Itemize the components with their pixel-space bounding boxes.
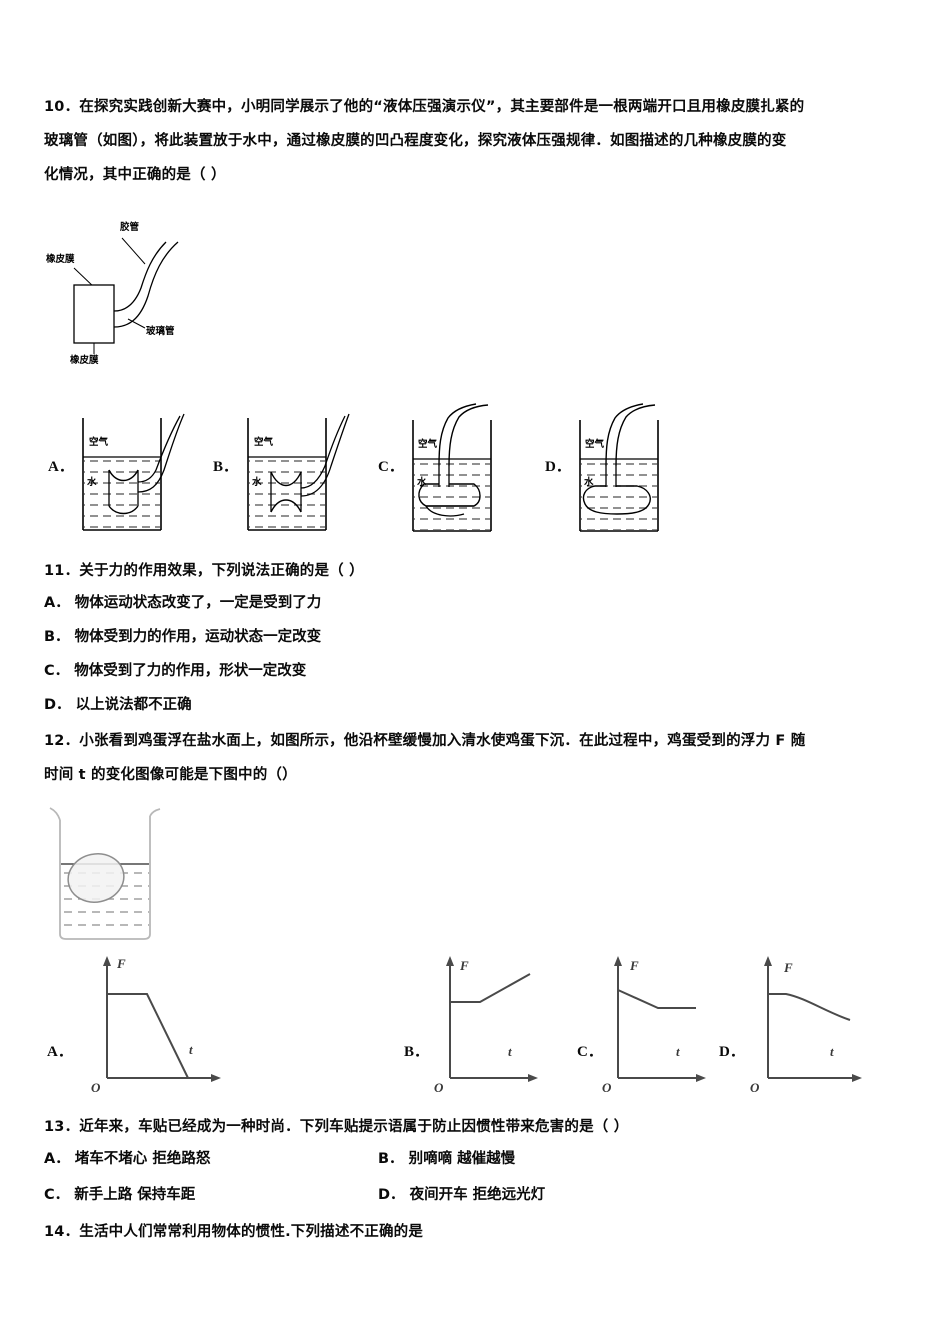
option-11-A-letter: A． xyxy=(44,595,70,611)
option-13-C-letter: C． xyxy=(44,1187,70,1203)
option-13-D-text: 夜间开车 拒绝远光灯 xyxy=(409,1187,546,1203)
option-13-A-letter: A． xyxy=(44,1151,70,1167)
option-12-A-origin: O xyxy=(91,1080,101,1095)
option-12-A-letter: A． xyxy=(47,1044,73,1060)
option-10-B-figure: 空气 水 xyxy=(241,412,351,537)
water-label-C: 水 xyxy=(417,476,427,488)
option-11-C-text: 物体受到了力的作用，形状一定改变 xyxy=(74,663,307,679)
water-label-B: 水 xyxy=(252,476,262,488)
option-12-B-letter: B． xyxy=(404,1044,430,1060)
option-10-C-letter: C． xyxy=(378,459,404,475)
option-13-B-letter: B． xyxy=(378,1151,404,1167)
option-11-D: D． 以上说法都不正确 xyxy=(44,690,192,720)
question-10-line-1: 10．在探究实践创新大赛中，小明同学展示了他的“液体压强演示仪”，其主要部件是一… xyxy=(44,99,805,115)
question-14-stem: 14．生活中人们常常利用物体的惯性.下列描述不正确的是 xyxy=(44,1224,424,1240)
option-12-C-xlabel: t xyxy=(676,1044,680,1059)
question-10-line-3: 化情况，其中正确的是（ ） xyxy=(44,167,226,183)
water-label-D: 水 xyxy=(584,476,594,488)
option-12-C-origin: O xyxy=(602,1080,612,1095)
water-label-A: 水 xyxy=(87,476,97,488)
option-11-B-letter: B． xyxy=(44,629,70,645)
question-12-line-1: 12．小张看到鸡蛋浮在盐水面上，如图所示，他沿杯壁缓慢加入清水使鸡蛋下沉．在此过… xyxy=(44,733,806,749)
option-12-C-graph: F t O xyxy=(600,950,725,1098)
option-10-A-letter: A． xyxy=(48,459,74,475)
option-12-D-ylabel: F xyxy=(783,960,793,975)
option-11-C: C． 物体受到了力的作用，形状一定改变 xyxy=(44,656,306,686)
hose-label: 胶管 xyxy=(120,221,140,233)
option-12-D-origin: O xyxy=(750,1080,760,1095)
option-13-C: C． 新手上路 保持车距 xyxy=(44,1180,195,1210)
option-13-A-text: 堵车不堵心 拒绝路怒 xyxy=(74,1151,211,1167)
option-10-C-figure: 空气 水 xyxy=(406,403,518,539)
option-12-C-letter: C． xyxy=(577,1044,603,1060)
air-label-D: 空气 xyxy=(585,438,605,450)
option-11-D-text: 以上说法都不正确 xyxy=(75,697,192,713)
option-12-D-graph: F t O xyxy=(746,950,881,1098)
option-12-C-ylabel: F xyxy=(629,958,639,973)
option-10-D-letter: D． xyxy=(545,459,571,475)
question-10-line-2: 玻璃管（如图），将此装置放于水中，通过橡皮膜的凹凸程度变化，探究液体压强规律．如… xyxy=(44,133,787,149)
option-12-B-graph: F t O xyxy=(432,950,557,1098)
option-10-B-letter: B． xyxy=(213,459,239,475)
option-12-A-xlabel: t xyxy=(189,1042,193,1057)
option-11-B-text: 物体受到力的作用，运动状态一定改变 xyxy=(74,629,322,645)
option-12-D-letter: D． xyxy=(719,1044,745,1060)
option-11-A: A． 物体运动状态改变了，一定是受到了力 xyxy=(44,588,321,618)
glass-tube-label: 玻璃管 xyxy=(146,325,175,337)
figure-pressure-demonstrator: 胶管 橡皮膜 玻璃管 橡皮膜 xyxy=(42,216,262,366)
option-11-A-text: 物体运动状态改变了，一定是受到了力 xyxy=(74,595,322,611)
option-12-D-xlabel: t xyxy=(830,1044,834,1059)
option-12-A-ylabel: F xyxy=(116,956,126,971)
option-13-A: A． 堵车不堵心 拒绝路怒 xyxy=(44,1144,210,1174)
option-12-B-origin: O xyxy=(434,1080,444,1095)
air-label-A: 空气 xyxy=(89,436,109,448)
option-13-B: B． 别嘀嘀 越催越慢 xyxy=(378,1144,515,1174)
option-12-B-xlabel: t xyxy=(508,1044,512,1059)
air-label-B: 空气 xyxy=(254,436,274,448)
membrane-bottom-label: 橡皮膜 xyxy=(70,354,99,366)
question-11-stem: 11．关于力的作用效果，下列说法正确的是（ ） xyxy=(44,563,364,579)
option-12-A-graph: F t O xyxy=(85,950,235,1098)
option-13-D-letter: D． xyxy=(378,1187,405,1203)
question-12-line-2: 时间 t 的变化图像可能是下图中的（） xyxy=(44,767,297,783)
question-13-stem: 13．近年来，车贴已经成为一种时尚．下列车贴提示语属于防止因惯性带来危害的是（ … xyxy=(44,1119,629,1135)
egg-shape xyxy=(67,853,125,903)
option-10-A-figure: 空气 水 xyxy=(76,412,186,537)
membrane-top-label: 橡皮膜 xyxy=(46,253,75,265)
option-13-D: D． 夜间开车 拒绝远光灯 xyxy=(378,1180,545,1210)
air-label-C: 空气 xyxy=(418,438,438,450)
option-13-C-text: 新手上路 保持车距 xyxy=(74,1187,196,1203)
option-11-D-letter: D． xyxy=(44,697,71,713)
option-12-B-ylabel: F xyxy=(459,958,469,973)
option-11-B: B． 物体受到力的作用，运动状态一定改变 xyxy=(44,622,321,652)
figure-beaker-with-egg xyxy=(48,802,178,950)
option-13-B-text: 别嘀嘀 越催越慢 xyxy=(408,1151,516,1167)
option-11-C-letter: C． xyxy=(44,663,70,679)
option-10-D-figure: 空气 水 xyxy=(573,403,685,539)
